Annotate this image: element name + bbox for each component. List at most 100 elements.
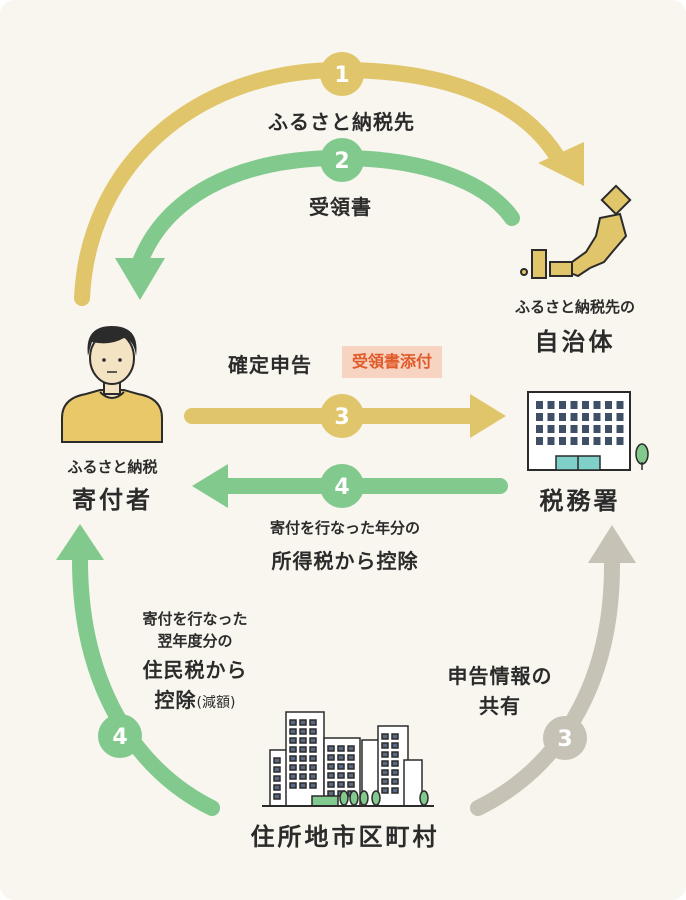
building-window <box>582 425 589 433</box>
city-window <box>391 778 399 785</box>
city-window <box>289 728 297 735</box>
city-window <box>299 719 307 726</box>
city-window <box>299 782 307 789</box>
arrow-1 <box>74 61 584 306</box>
city-window <box>391 769 399 776</box>
city-window <box>299 773 307 780</box>
city-window <box>327 781 335 788</box>
svg-text:4: 4 <box>112 725 127 750</box>
city-window <box>309 764 317 771</box>
city-window <box>309 746 317 753</box>
city-window <box>273 793 281 800</box>
building-window <box>605 425 612 433</box>
city-window <box>381 787 389 794</box>
flow-3a-label: 確定申告 <box>228 353 312 377</box>
building-window <box>582 401 589 409</box>
donor-caption: ふるさと納税 <box>67 458 158 476</box>
city-window <box>309 773 317 780</box>
building-window <box>547 401 555 409</box>
city-window <box>391 742 399 749</box>
office-building-icon <box>527 391 649 471</box>
building-window <box>536 401 543 409</box>
building-window <box>593 425 601 433</box>
building-window <box>559 413 566 421</box>
building-window <box>547 437 555 445</box>
tax-office-title: 税務署 <box>539 486 621 515</box>
city-window <box>327 745 335 752</box>
city-window <box>391 733 399 740</box>
city-window <box>391 751 399 758</box>
city-window <box>309 782 317 789</box>
city-window <box>289 764 297 771</box>
city-window <box>299 764 307 771</box>
city-window <box>337 781 345 788</box>
city-window <box>327 763 335 770</box>
flow-4b-label-line3: 住民税から <box>142 658 248 682</box>
building-window <box>593 437 601 445</box>
city-window <box>289 755 297 762</box>
city-window <box>381 742 389 749</box>
city-window <box>381 778 389 785</box>
city-window <box>347 754 355 761</box>
flow-4b-label-line4: 控除 <box>154 688 197 712</box>
building-window <box>616 401 624 409</box>
badge-4b: 4 <box>98 714 142 758</box>
building-window <box>570 437 578 445</box>
flow-3b-label-line1: 申告情報の <box>447 664 553 688</box>
building-window <box>582 413 589 421</box>
building-window <box>559 401 566 409</box>
city-window <box>273 775 281 782</box>
badge-1: 1 <box>320 52 364 96</box>
japan-map-icon <box>520 184 632 279</box>
local-city-title: 住所地市区町村 <box>250 822 440 851</box>
svg-text:3: 3 <box>557 727 572 752</box>
city-window <box>299 746 307 753</box>
city-window <box>391 760 399 767</box>
building-window <box>559 425 566 433</box>
flow-4b-label-line2: 翌年度分の <box>157 632 233 650</box>
city-window <box>381 733 389 740</box>
city-window <box>347 745 355 752</box>
municipality-caption: ふるさと納税先の <box>514 298 635 316</box>
city-window <box>273 784 281 791</box>
city-window <box>309 737 317 744</box>
building-window <box>616 413 624 421</box>
city-window <box>299 755 307 762</box>
building-window <box>605 413 612 421</box>
flow-1-label: ふるさと納税先 <box>268 110 415 134</box>
city-window <box>309 719 317 726</box>
building-window <box>605 437 612 445</box>
city-window <box>273 766 281 773</box>
building-window <box>547 425 555 433</box>
municipality-title: 自治体 <box>534 327 616 356</box>
city-window <box>289 782 297 789</box>
building-window <box>616 425 624 433</box>
city-window <box>337 754 345 761</box>
city-window <box>381 751 389 758</box>
svg-text:1: 1 <box>334 63 349 88</box>
building-window <box>593 401 601 409</box>
city-window <box>337 763 345 770</box>
city-window <box>309 755 317 762</box>
svg-text:4: 4 <box>334 475 349 500</box>
city-window <box>391 787 399 794</box>
flow-3a-note: 受領書添付 <box>342 346 443 378</box>
flow-4a-label-line2: 所得税から控除 <box>271 549 419 573</box>
building-window <box>570 425 578 433</box>
city-window <box>299 728 307 735</box>
badge-3b: 3 <box>543 716 587 760</box>
city-window <box>289 719 297 726</box>
flow-4b-label-suffix: (減額) <box>196 695 236 711</box>
svg-text:3: 3 <box>334 405 349 430</box>
building-window <box>547 413 555 421</box>
city-window <box>337 772 345 779</box>
city-window <box>327 772 335 779</box>
city-window <box>289 773 297 780</box>
building-window <box>559 437 566 445</box>
flow-4a-label-line1: 寄付を行なった年分の <box>269 519 420 537</box>
building-window <box>616 437 624 445</box>
building-window <box>536 437 543 445</box>
city-window <box>327 754 335 761</box>
building-window <box>536 425 543 433</box>
